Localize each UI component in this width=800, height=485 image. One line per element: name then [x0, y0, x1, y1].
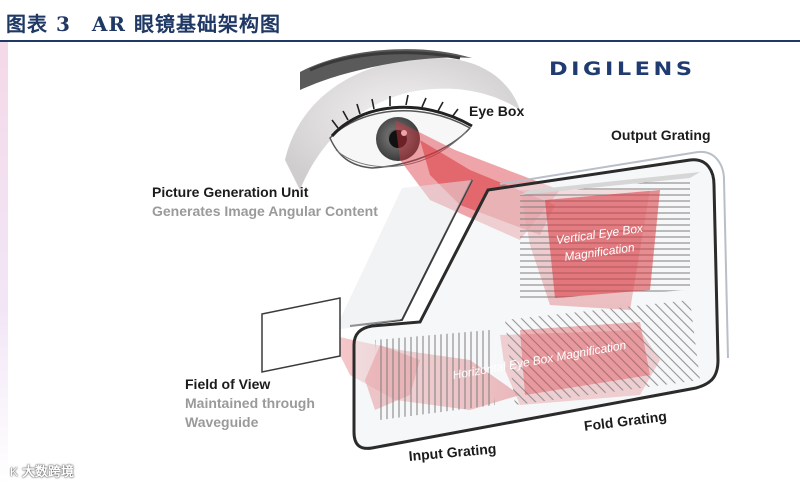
header-divider	[0, 40, 800, 42]
input-grating-block	[375, 330, 495, 420]
output-grating-block	[520, 172, 700, 300]
output-grating-label: Output Grating	[611, 127, 711, 143]
fold-grating-block	[505, 300, 700, 405]
picture-generation-unit-box	[261, 297, 341, 373]
digilens-logo: DIGILENS	[549, 58, 696, 80]
field-of-view-desc-1: Maintained through	[185, 395, 315, 411]
watermark-text: 大数跨境	[22, 464, 75, 479]
eye-box-label: Eye Box	[469, 103, 525, 119]
watermark-logo-icon: K	[10, 465, 19, 479]
left-decor-strip	[0, 42, 8, 485]
pgu-title: Picture Generation Unit	[152, 184, 309, 200]
pgu-description: Generates Image Angular Content	[152, 203, 378, 219]
figure-header: 图表 3 AR 眼镜基础架构图	[0, 0, 800, 42]
figure-title: 图表 3 AR 眼镜基础架构图	[6, 12, 281, 36]
eye-illustration	[285, 49, 520, 190]
field-of-view-title: Field of View	[185, 376, 271, 392]
field-of-view-desc-2: Waveguide	[185, 414, 259, 430]
